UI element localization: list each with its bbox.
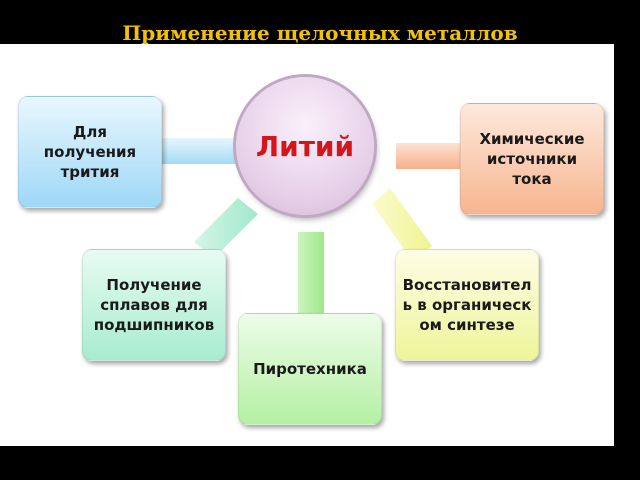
node-reducer: Восстановитель в органическом синтезе <box>395 249 539 361</box>
node-chem-sources: Химические источники тока <box>460 103 604 215</box>
connector-reducer <box>372 188 432 260</box>
center-label: Литий <box>255 129 355 163</box>
node-alloys-label: Получение сплавов для подшипников <box>93 276 215 334</box>
center-node-lithium: Литий <box>236 77 374 215</box>
node-reducer-label: Восстановитель в органическом синтезе <box>402 276 532 334</box>
connector-tritium <box>160 138 240 164</box>
node-tritium: Для получения трития <box>18 96 162 208</box>
node-pyrotechnics-label: Пиротехника <box>253 360 367 378</box>
node-pyrotechnics: Пиротехника <box>238 313 382 425</box>
node-chem-sources-label: Химические источники тока <box>479 130 585 188</box>
connector-alloys <box>194 198 258 258</box>
connector-chem-sources <box>396 143 464 169</box>
node-tritium-label: Для получения трития <box>43 123 137 181</box>
connector-pyrotechnics <box>298 232 324 318</box>
page-title: Применение щелочных металлов <box>122 22 518 44</box>
node-alloys: Получение сплавов для подшипников <box>82 249 226 361</box>
